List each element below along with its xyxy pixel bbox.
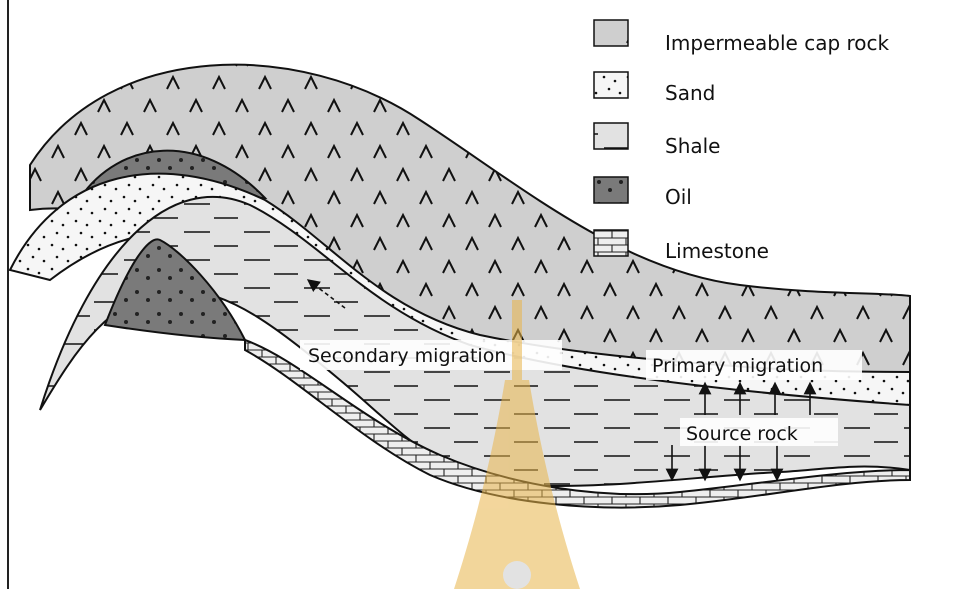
primary-migration-label: Primary migration	[652, 355, 823, 377]
legend-swatch-limestone	[594, 230, 628, 256]
legend-swatch-cap	[594, 20, 628, 46]
legend-label-limestone: Limestone	[665, 239, 769, 263]
source-rock-label: Source rock	[686, 423, 798, 445]
legend: Impermeable cap rock Sand Shale Oil Lime…	[594, 20, 890, 263]
legend-label-cap: Impermeable cap rock	[665, 31, 890, 55]
legend-label-oil: Oil	[665, 185, 692, 209]
legend-swatch-oil	[594, 177, 628, 203]
legend-swatch-sand	[594, 72, 628, 98]
legend-swatch-shale	[594, 123, 628, 149]
legend-label-sand: Sand	[665, 81, 715, 105]
secondary-migration-label: Secondary migration	[308, 345, 506, 367]
legend-label-shale: Shale	[665, 134, 721, 158]
